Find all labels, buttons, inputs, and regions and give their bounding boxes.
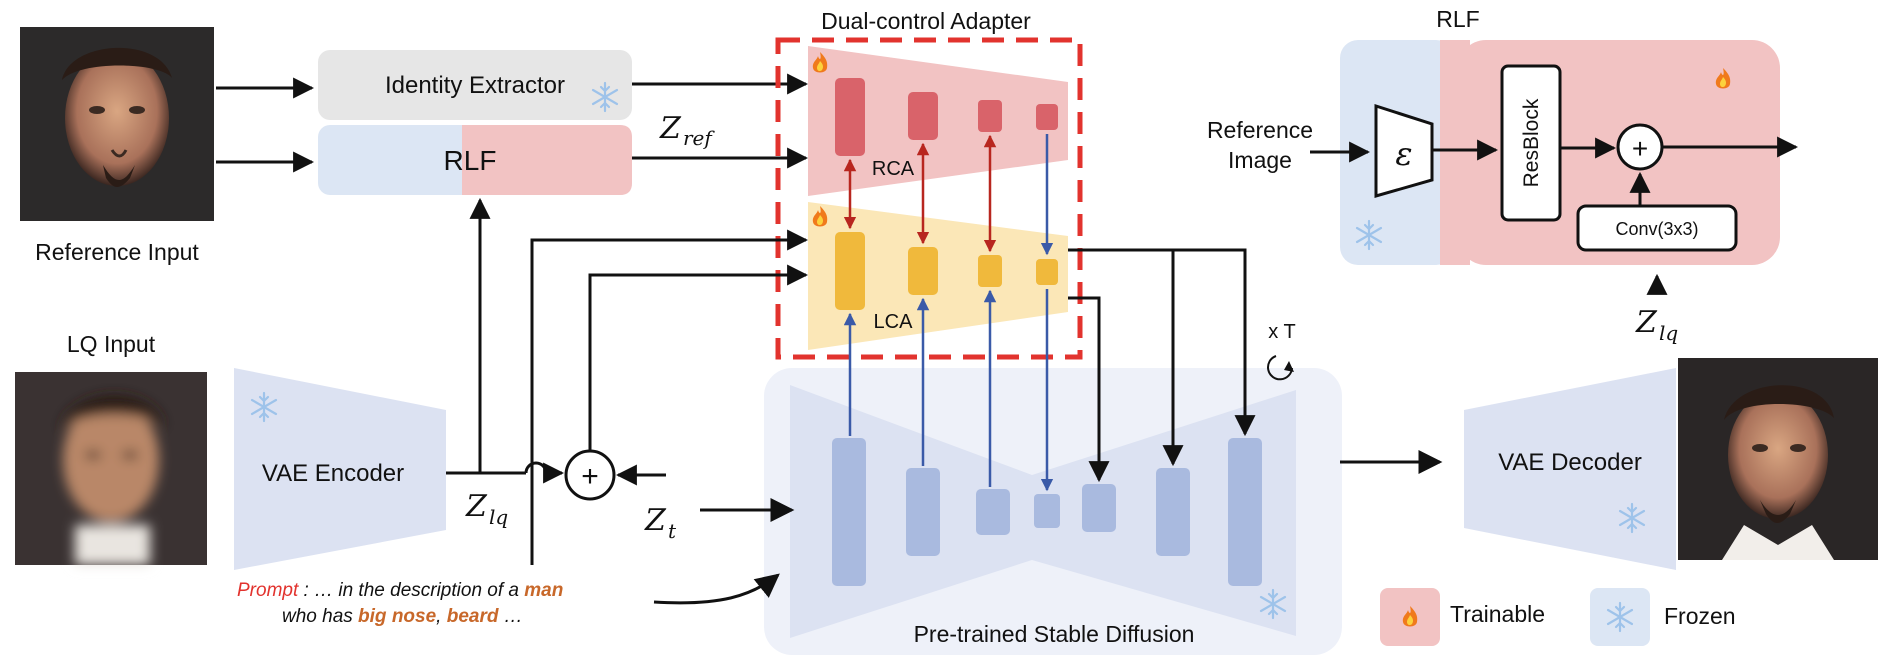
z-t-symbol: Z t bbox=[644, 503, 677, 543]
svg-text:Z: Z bbox=[465, 489, 488, 524]
reference-image-label-line1: Reference bbox=[1207, 117, 1313, 143]
lq-input-image bbox=[15, 372, 207, 565]
lq-input-caption: LQ Input bbox=[67, 331, 156, 357]
rca-label: RCA bbox=[872, 158, 915, 180]
loop-icon bbox=[1267, 355, 1293, 381]
legend-trainable-label: Trainable bbox=[1450, 601, 1545, 627]
resblock: ResBlock bbox=[1500, 64, 1562, 222]
conv-block: Conv(3x3) bbox=[1576, 204, 1738, 252]
arrow-adapter-to-decoder-1 bbox=[1068, 296, 1110, 483]
rlf-detail-title: RLF bbox=[1436, 6, 1479, 32]
legend-trainable: Trainable bbox=[1380, 588, 1545, 646]
prompt-line-1: Prompt : … in the description of a man bbox=[237, 580, 563, 601]
iteration-label: x T bbox=[1268, 321, 1295, 343]
output-image bbox=[1678, 358, 1878, 560]
z-ref-symbol: Z ref bbox=[659, 111, 715, 150]
reference-input-image bbox=[20, 27, 214, 221]
svg-text:lq: lq bbox=[489, 505, 508, 529]
lca-block-3 bbox=[978, 255, 1002, 287]
rca-block-2 bbox=[908, 92, 938, 140]
plus-node: + bbox=[564, 449, 616, 501]
vae-decoder-block: VAE Decoder bbox=[1464, 368, 1676, 570]
arrow-adapter-to-decoder-3 bbox=[1080, 248, 1256, 437]
svg-text:+: + bbox=[1632, 133, 1648, 164]
svg-text:Z: Z bbox=[1635, 305, 1658, 340]
rlf-z-lq-symbol: Z lq bbox=[1635, 305, 1678, 345]
lca-block-1 bbox=[835, 232, 865, 310]
legend-frozen: Frozen bbox=[1590, 588, 1736, 646]
svg-text:Conv(3x3): Conv(3x3) bbox=[1615, 219, 1698, 239]
identity-extractor-label: Identity Extractor bbox=[385, 72, 565, 99]
adapter-title: Dual-control Adapter bbox=[821, 8, 1031, 34]
svg-text:ref: ref bbox=[683, 126, 715, 150]
lca-block-4 bbox=[1036, 259, 1058, 285]
legend-frozen-label: Frozen bbox=[1664, 603, 1736, 629]
rca-block-3 bbox=[978, 100, 1002, 132]
svg-text:ResBlock: ResBlock bbox=[1520, 98, 1543, 187]
vae-decoder-label: VAE Decoder bbox=[1498, 449, 1642, 476]
arrow-prompt-to-sd bbox=[653, 573, 780, 605]
svg-text:Z: Z bbox=[659, 111, 682, 146]
identity-extractor-block: Identity Extractor bbox=[318, 50, 632, 120]
prompt-line-2: who has big nose, beard … bbox=[282, 606, 523, 627]
rca-block-1 bbox=[835, 78, 865, 156]
stable-diffusion-block: Pre-trained Stable Diffusion bbox=[764, 368, 1342, 655]
arrow-plus-to-adapter bbox=[588, 264, 809, 451]
svg-text:lq: lq bbox=[1659, 321, 1678, 345]
reference-image-label-line2: Image bbox=[1228, 147, 1292, 173]
dual-control-adapter: RCA LCA bbox=[775, 37, 1083, 360]
svg-text:+: + bbox=[581, 460, 599, 493]
rca-block-4 bbox=[1036, 104, 1058, 130]
rlf-block: RLF bbox=[318, 125, 632, 195]
svg-text:t: t bbox=[668, 519, 677, 543]
arrow-prompt-to-adapter bbox=[530, 229, 809, 565]
rlf-plus-node: + bbox=[1616, 123, 1664, 171]
vae-encoder-block: VAE Encoder bbox=[234, 368, 446, 570]
lca-label: LCA bbox=[874, 311, 914, 333]
svg-text:ε: ε bbox=[1395, 135, 1412, 173]
vae-encoder-label: VAE Encoder bbox=[262, 460, 404, 487]
rlf-encoder: ε bbox=[1374, 103, 1434, 198]
svg-text:Z: Z bbox=[644, 503, 667, 538]
rlf-label: RLF bbox=[444, 145, 497, 176]
adapter-dashed-border bbox=[775, 37, 1083, 360]
reference-input-caption: Reference Input bbox=[35, 239, 199, 265]
lca-block-2 bbox=[908, 247, 938, 295]
z-lq-symbol: Z lq bbox=[465, 489, 508, 529]
stable-diffusion-label: Pre-trained Stable Diffusion bbox=[914, 621, 1195, 647]
